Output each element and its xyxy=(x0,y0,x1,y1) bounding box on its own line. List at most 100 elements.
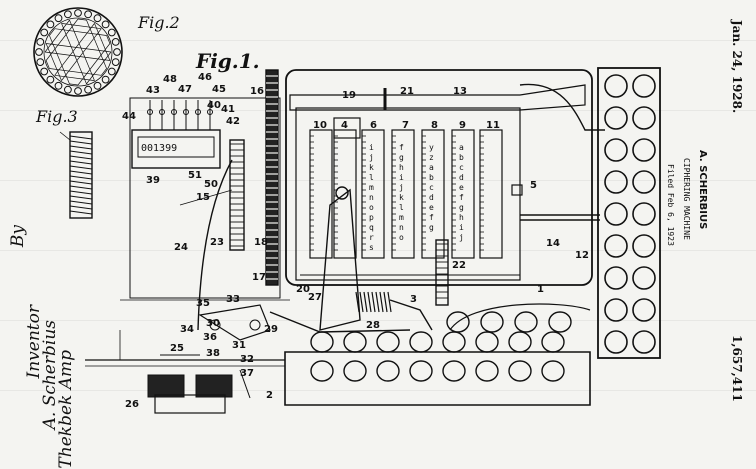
fig2-wire xyxy=(45,60,50,69)
fig2-wire xyxy=(45,43,62,81)
gear-and-rack xyxy=(179,69,279,331)
fig3-rib xyxy=(69,170,93,175)
filed-date: Filed Feb 6, 1923 xyxy=(666,164,675,246)
cipher-wheel xyxy=(479,129,503,259)
ref-31: 31 xyxy=(232,340,246,351)
fig2-pin xyxy=(40,67,49,76)
fig2-wire xyxy=(61,23,102,30)
lamp xyxy=(632,330,656,354)
ref-6: 6 xyxy=(370,120,377,131)
fig2-pin xyxy=(101,75,110,84)
wheel-letter: o xyxy=(399,233,404,242)
fig3-rib xyxy=(69,175,93,180)
ref-8: 8 xyxy=(431,120,438,131)
counter-display: 001399 xyxy=(141,143,177,154)
ref-41: 41 xyxy=(221,104,235,115)
lamp xyxy=(604,106,628,130)
ref-36: 36 xyxy=(203,332,217,343)
ref-9: 9 xyxy=(459,120,466,131)
fig2-wire xyxy=(46,43,112,53)
ref-14: 14 xyxy=(546,238,560,249)
bleed-through-line xyxy=(0,390,756,391)
wheel-letter: o xyxy=(369,203,374,212)
fig2-pin xyxy=(93,81,102,90)
fig3-rib xyxy=(69,190,93,195)
ref-40: 40 xyxy=(207,100,221,111)
counter-pin-head xyxy=(207,109,213,115)
ref-47: 47 xyxy=(178,84,192,95)
ref-33: 33 xyxy=(226,294,240,305)
cipher-wheels xyxy=(309,117,503,259)
fig2-pin xyxy=(101,20,110,29)
wheel-letter: m xyxy=(399,213,404,222)
fig3-rib xyxy=(69,205,93,210)
reference-numerals: 1 2 3 4 5 6 7 8 9 10 11 12 13 14 15 16 1… xyxy=(122,72,589,410)
ref-43: 43 xyxy=(146,85,160,96)
wheel-letter: b xyxy=(459,153,464,162)
bleed-through-line xyxy=(0,40,756,41)
lever-mechanism xyxy=(269,186,449,333)
fig2-pin xyxy=(74,9,82,17)
key-top xyxy=(480,311,504,333)
ref-24: 24 xyxy=(174,242,188,253)
lamp xyxy=(604,298,628,322)
lamp-panel xyxy=(597,67,661,359)
fig2-wire xyxy=(69,19,95,81)
wheel-letter: g xyxy=(399,153,404,162)
ref-45: 45 xyxy=(212,84,226,95)
inventor-name: A. SCHERBIUS xyxy=(697,150,708,230)
ref-38: 38 xyxy=(206,348,220,359)
ref-35: 35 xyxy=(196,298,210,309)
patent-number: 1,657,411 xyxy=(730,335,744,402)
wheel-letter: j xyxy=(399,183,404,192)
cipher-wheel xyxy=(309,129,333,259)
wheel-letter: y xyxy=(429,143,434,152)
fig2-wire xyxy=(61,23,87,85)
fig3-rotor-side xyxy=(59,131,93,219)
fig2-pin xyxy=(107,28,116,37)
ref-37: 37 xyxy=(240,368,254,379)
ref-5: 5 xyxy=(530,180,537,191)
fig2-wire xyxy=(49,28,55,36)
cipher-wheel xyxy=(333,129,357,259)
ref-1: 1 xyxy=(537,284,544,295)
fig3-rib xyxy=(69,140,93,145)
lamp xyxy=(604,266,628,290)
fig2-pin xyxy=(46,20,55,29)
cipher-wheel xyxy=(361,129,385,259)
fig3-rib xyxy=(69,165,93,170)
fig2-pin xyxy=(74,87,82,95)
fig2-wire xyxy=(44,51,110,61)
ref-32: 32 xyxy=(240,354,254,365)
ref-50: 50 xyxy=(204,179,218,190)
spring-coil xyxy=(363,291,368,313)
ref-30: 30 xyxy=(206,318,220,329)
fig2-pin xyxy=(54,81,63,90)
key-top xyxy=(548,311,572,333)
ref-20: 20 xyxy=(296,284,310,295)
wheel-letter: p xyxy=(369,213,374,222)
fig3-rib xyxy=(69,150,93,155)
ref-51: 51 xyxy=(188,170,202,181)
ref-28: 28 xyxy=(366,320,380,331)
lamp xyxy=(604,170,628,194)
fig2-wire xyxy=(61,28,102,81)
ref-15: 15 xyxy=(196,192,210,203)
wheel-letter: f xyxy=(429,213,434,222)
ref-10: 10 xyxy=(313,120,327,131)
ref-11: 11 xyxy=(486,120,500,131)
wheel-letter: e xyxy=(459,183,464,192)
counter-pin-head xyxy=(159,109,165,115)
key-bottom xyxy=(409,360,433,382)
lamp xyxy=(632,202,656,226)
lamp xyxy=(604,74,628,98)
key-middle xyxy=(541,331,565,353)
ref-7: 7 xyxy=(402,120,409,131)
ref-2: 2 xyxy=(266,390,273,401)
fig3-rib xyxy=(69,210,93,215)
fig2-disc xyxy=(33,7,123,97)
lamp xyxy=(632,106,656,130)
fig2-wiring xyxy=(44,18,112,86)
